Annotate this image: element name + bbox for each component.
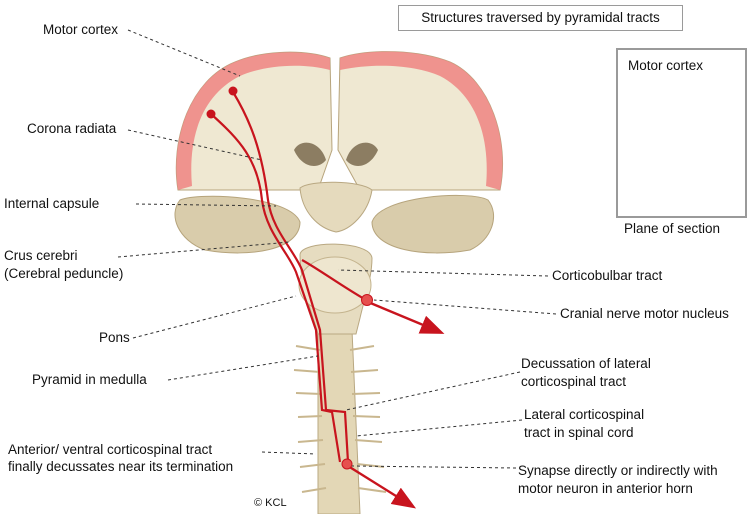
label-pons: Pons — [99, 330, 130, 346]
deep-structures — [294, 143, 378, 232]
diagram-title: Structures traversed by pyramidal tracts — [398, 5, 683, 31]
cortex-neuron-2 — [207, 110, 216, 119]
label-decussation-2: corticospinal tract — [521, 374, 626, 390]
inset-caption: Plane of section — [624, 221, 720, 237]
label-corticobulbar: Corticobulbar tract — [552, 268, 662, 284]
label-decussation-1: Decussation of lateral — [521, 356, 651, 372]
label-crus-cerebri: Crus cerebri — [4, 248, 78, 264]
label-motor-cortex: Motor cortex — [43, 22, 118, 38]
label-cerebral-peduncle: (Cerebral peduncle) — [4, 266, 123, 282]
label-cranial-nerve-nucleus: Cranial nerve motor nucleus — [560, 306, 729, 322]
inset-label-motor-cortex: Motor cortex — [628, 58, 703, 74]
label-lateral-tract-1: Lateral corticospinal — [524, 407, 644, 423]
label-internal-capsule: Internal capsule — [4, 196, 99, 212]
label-anterior-tract-1: Anterior/ ventral corticospinal tract — [8, 442, 212, 458]
label-lateral-tract-2: tract in spinal cord — [524, 425, 634, 441]
label-synapse-1: Synapse directly or indirectly with — [518, 463, 718, 479]
label-anterior-tract-2: finally decussates near its termination — [8, 459, 233, 475]
label-corona-radiata: Corona radiata — [27, 121, 116, 137]
label-pyramid-medulla: Pyramid in medulla — [32, 372, 147, 388]
copyright-notice: © KCL — [254, 497, 287, 509]
label-synapse-2: motor neuron in anterior horn — [518, 481, 693, 497]
cranial-nucleus-dot — [362, 295, 373, 306]
cerebral-hemispheres — [176, 52, 502, 190]
anterior-horn-dot — [342, 459, 352, 469]
cranial-nerve-arrow — [368, 302, 440, 332]
spinal-cord — [294, 330, 386, 514]
cortex-neuron-1 — [229, 87, 238, 96]
